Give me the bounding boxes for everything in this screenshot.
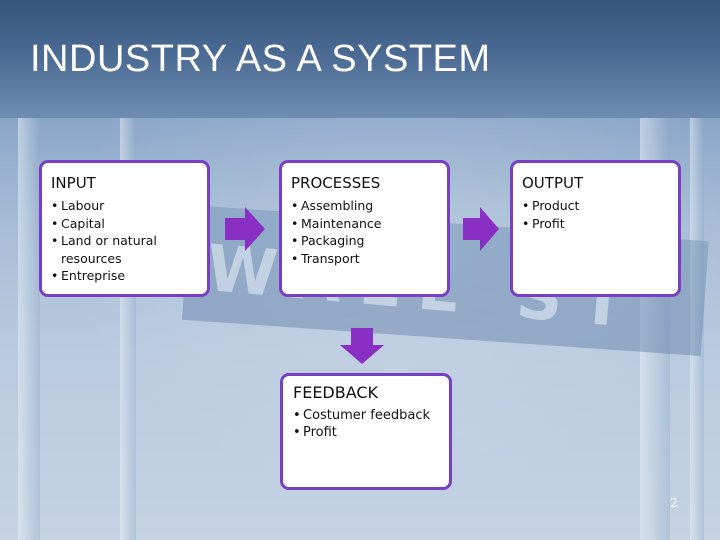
- bullet-icon: •: [51, 215, 59, 231]
- slide-title: INDUSTRY AS A SYSTEM: [30, 38, 491, 80]
- list-item-text: Product: [532, 198, 580, 213]
- processes-box: PROCESSES •Assembling •Maintenance •Pack…: [279, 160, 450, 297]
- processes-heading: PROCESSES: [291, 174, 381, 192]
- bullet-icon: •: [293, 408, 301, 423]
- input-heading: INPUT: [51, 174, 96, 192]
- list-item: •Product: [522, 197, 579, 215]
- bullet-icon: •: [51, 268, 59, 283]
- input-list: •Labour •Capital •Land or natural resour…: [51, 197, 211, 285]
- list-item: •Packaging: [291, 232, 382, 250]
- list-item-text: Packaging: [301, 233, 365, 248]
- background-pillar: [18, 118, 40, 540]
- list-item: •Costumer feedback: [293, 407, 430, 424]
- list-item-text: Profit: [303, 425, 337, 440]
- feedback-box: FEEDBACK •Costumer feedback •Profit: [280, 373, 452, 490]
- list-item: •Entreprise: [51, 267, 211, 285]
- bullet-icon: •: [291, 215, 299, 231]
- bullet-icon: •: [522, 198, 530, 213]
- output-list: •Product •Profit: [522, 197, 579, 232]
- title-band: INDUSTRY AS A SYSTEM: [0, 0, 720, 118]
- list-item-text: Capital: [61, 215, 105, 231]
- bullet-icon: •: [51, 233, 59, 248]
- feedback-list: •Costumer feedback •Profit: [293, 407, 430, 441]
- bullet-icon: •: [51, 198, 59, 213]
- list-item: •Maintenance: [291, 215, 382, 233]
- output-box: OUTPUT •Product •Profit: [510, 160, 681, 297]
- list-item-text: Profit: [532, 215, 565, 231]
- arrow-right-icon: [463, 207, 499, 251]
- page-number: 2: [670, 496, 678, 510]
- list-item: •Land or natural resources: [51, 232, 211, 267]
- list-item: •Profit: [293, 424, 430, 441]
- list-item: •Transport: [291, 250, 382, 268]
- bullet-icon: •: [291, 250, 299, 266]
- list-item-text: Labour: [61, 198, 105, 213]
- arrow-right-icon: [225, 207, 265, 251]
- feedback-heading: FEEDBACK: [293, 383, 379, 402]
- list-item-text: Assembling: [301, 198, 374, 213]
- list-item: •Assembling: [291, 197, 382, 215]
- bullet-icon: •: [291, 198, 299, 213]
- list-item-text: Entreprise: [61, 268, 126, 283]
- output-heading: OUTPUT: [522, 174, 584, 192]
- list-item: •Profit: [522, 215, 579, 233]
- bullet-icon: •: [293, 425, 301, 440]
- list-item-text: Transport: [301, 250, 360, 266]
- list-item: •Labour: [51, 197, 211, 215]
- bullet-icon: •: [291, 233, 299, 248]
- arrow-down-icon: [340, 328, 384, 364]
- list-item-text: Costumer feedback: [303, 408, 430, 423]
- bullet-icon: •: [522, 215, 530, 231]
- list-item-text: Land or natural resources: [61, 233, 157, 266]
- list-item-text: Maintenance: [301, 215, 382, 231]
- processes-list: •Assembling •Maintenance •Packaging •Tra…: [291, 197, 382, 267]
- list-item: •Capital: [51, 215, 211, 233]
- input-box: INPUT •Labour •Capital •Land or natural …: [39, 160, 210, 297]
